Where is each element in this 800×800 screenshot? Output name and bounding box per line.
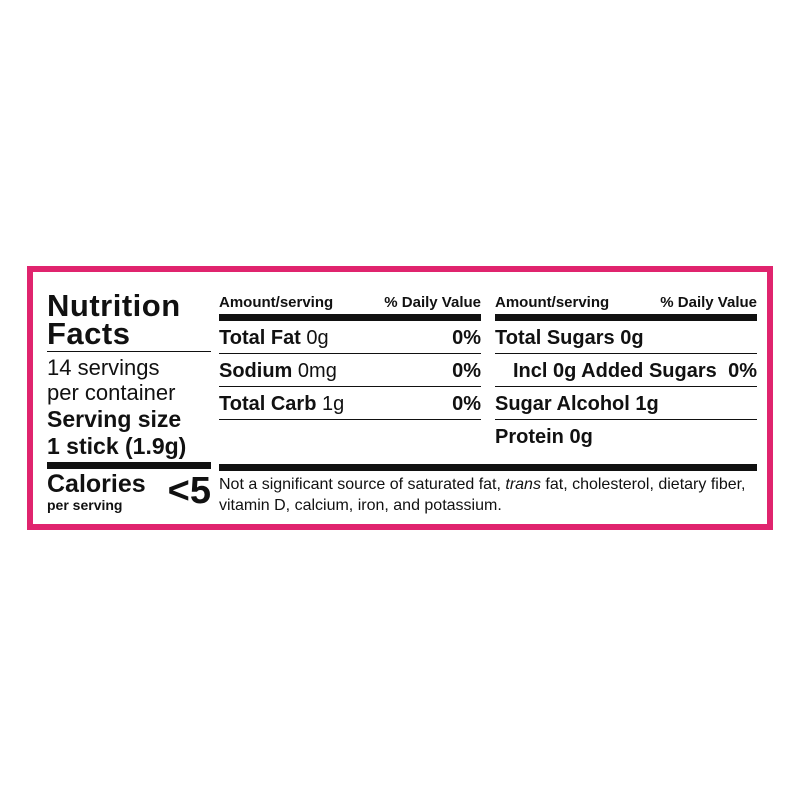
nutrient-row-protein: Protein 0g — [495, 420, 757, 452]
nutrient-dv: 0% — [728, 360, 757, 382]
serving-size: Serving size 1 stick (1.9g) — [47, 406, 211, 460]
nutrient-row-sugar-alcohol: Sugar Alcohol 1g — [495, 387, 757, 420]
nutrient-dv: 0% — [452, 393, 481, 415]
nutrient-row-sodium: Sodium 0mg 0% — [219, 354, 481, 387]
calories-label: Calories — [47, 470, 146, 498]
nutrient-row-empty — [219, 420, 481, 452]
calories-value: <5 — [167, 470, 211, 512]
header-daily-value: % Daily Value — [384, 294, 481, 311]
nutrient-amount: 1g — [321, 393, 345, 415]
nutrient-name: Sugar Alcohol 1g — [495, 393, 659, 415]
footnote-italic: trans — [505, 476, 541, 493]
nutrient-dv: 0% — [452, 327, 481, 349]
nutrient-amount: 0mg — [297, 360, 337, 382]
table-header: Amount/serving % Daily Value — [495, 292, 757, 314]
footnote-divider — [219, 464, 757, 471]
footnote: Not a significant source of saturated fa… — [219, 474, 759, 516]
nutrient-amount: 0g — [306, 327, 329, 349]
nutrition-facts-label: Nutrition Facts 14 servings per containe… — [27, 266, 773, 530]
title-line-2: Facts — [47, 316, 131, 351]
header-daily-value: % Daily Value — [660, 294, 757, 311]
header-amount: Amount/serving — [495, 294, 610, 311]
label-inner: Nutrition Facts 14 servings per containe… — [41, 280, 759, 516]
servings-per-container: 14 servings per container — [47, 355, 211, 405]
title-line-1: Nutrition — [47, 288, 181, 323]
facts-summary: Nutrition Facts 14 servings per containe… — [47, 288, 211, 515]
serving-size-value: 1 stick (1.9g) — [47, 433, 187, 459]
footnote-text-2: fat, cholesterol, dietary fiber, vitamin… — [219, 476, 746, 514]
nutrient-row-total-carb: Total Carb 1g 0% — [219, 387, 481, 420]
table-header: Amount/serving % Daily Value — [219, 292, 481, 314]
nutrient-table-right: Amount/serving % Daily Value Total Sugar… — [495, 292, 757, 452]
nutrition-facts-title: Nutrition Facts — [47, 288, 211, 352]
servings-line-1: 14 servings — [47, 355, 160, 380]
nutrient-dv: 0% — [452, 360, 481, 382]
nutrient-row-total-fat: Total Fat 0g 0% — [219, 321, 481, 354]
nutrient-name: Total Sugars 0g — [495, 327, 644, 349]
nutrient-name: Total Fat — [219, 327, 301, 349]
header-divider — [495, 314, 757, 321]
nutrient-row-total-sugars: Total Sugars 0g — [495, 321, 757, 354]
header-divider — [219, 314, 481, 321]
serving-size-label: Serving size — [47, 406, 182, 432]
nutrient-row-added-sugars: Incl 0g Added Sugars 0% — [495, 354, 757, 387]
footnote-text-1: Not a significant source of saturated fa… — [219, 476, 506, 493]
nutrient-name: Protein — [495, 426, 564, 448]
calories-sub: per serving — [47, 497, 123, 513]
nutrient-name: Total Carb — [219, 393, 317, 415]
calories-row: Calories per serving <5 — [47, 469, 211, 515]
nutrient-name: Incl 0g Added Sugars — [513, 360, 717, 382]
nutrient-name: Sodium — [219, 360, 293, 382]
nutrient-table-left: Amount/serving % Daily Value Total Fat 0… — [219, 292, 481, 452]
servings-line-2: per container — [47, 380, 176, 405]
nutrient-amount: 0g — [569, 426, 593, 448]
header-amount: Amount/serving — [219, 294, 334, 311]
calories-divider — [47, 462, 211, 469]
